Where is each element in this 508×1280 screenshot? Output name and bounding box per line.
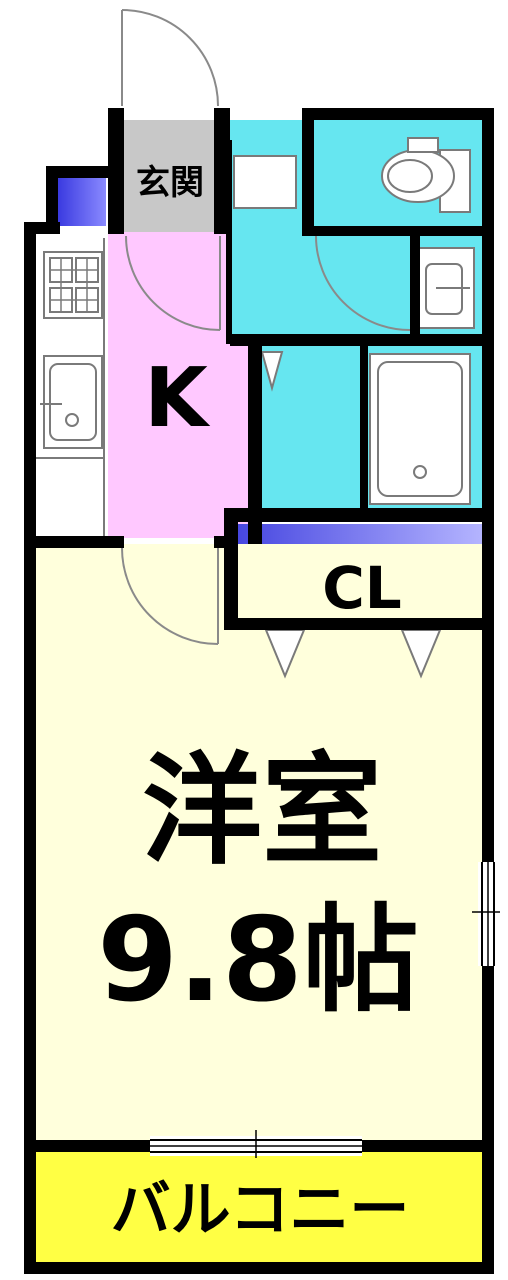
- entrance-floor: [118, 120, 220, 232]
- balcony-floor: [36, 1150, 482, 1268]
- balcony-label: バルコニー: [111, 1175, 410, 1245]
- stove-icon: [43, 251, 103, 319]
- washing-machine-space-icon: [233, 155, 297, 209]
- western-room-size: 9.8帖: [97, 893, 419, 1028]
- corridor-floor: [226, 120, 310, 344]
- right-window: [472, 862, 500, 966]
- western-room-label: 洋室: [142, 742, 382, 881]
- bath-door-marker: [260, 351, 284, 392]
- kitchen-sink-icon: [40, 355, 103, 449]
- kitchen-label: K: [144, 351, 211, 446]
- kitchen-floor: [108, 232, 248, 538]
- toilet-icon: [381, 137, 471, 213]
- wash-basin-icon: [417, 247, 475, 329]
- front-door-swing: [121, 9, 219, 107]
- washroom-door-swing: [315, 235, 411, 331]
- closet-label: CL: [322, 554, 402, 622]
- western-room-upper-left: [36, 544, 482, 1140]
- kitchen-door-swing: [125, 235, 221, 331]
- bathtub-icon: [369, 353, 471, 505]
- shoe-box: [58, 178, 106, 226]
- room-door-swing: [121, 547, 219, 645]
- balcony-window: [150, 1130, 362, 1158]
- entrance-label: 玄関: [136, 163, 204, 203]
